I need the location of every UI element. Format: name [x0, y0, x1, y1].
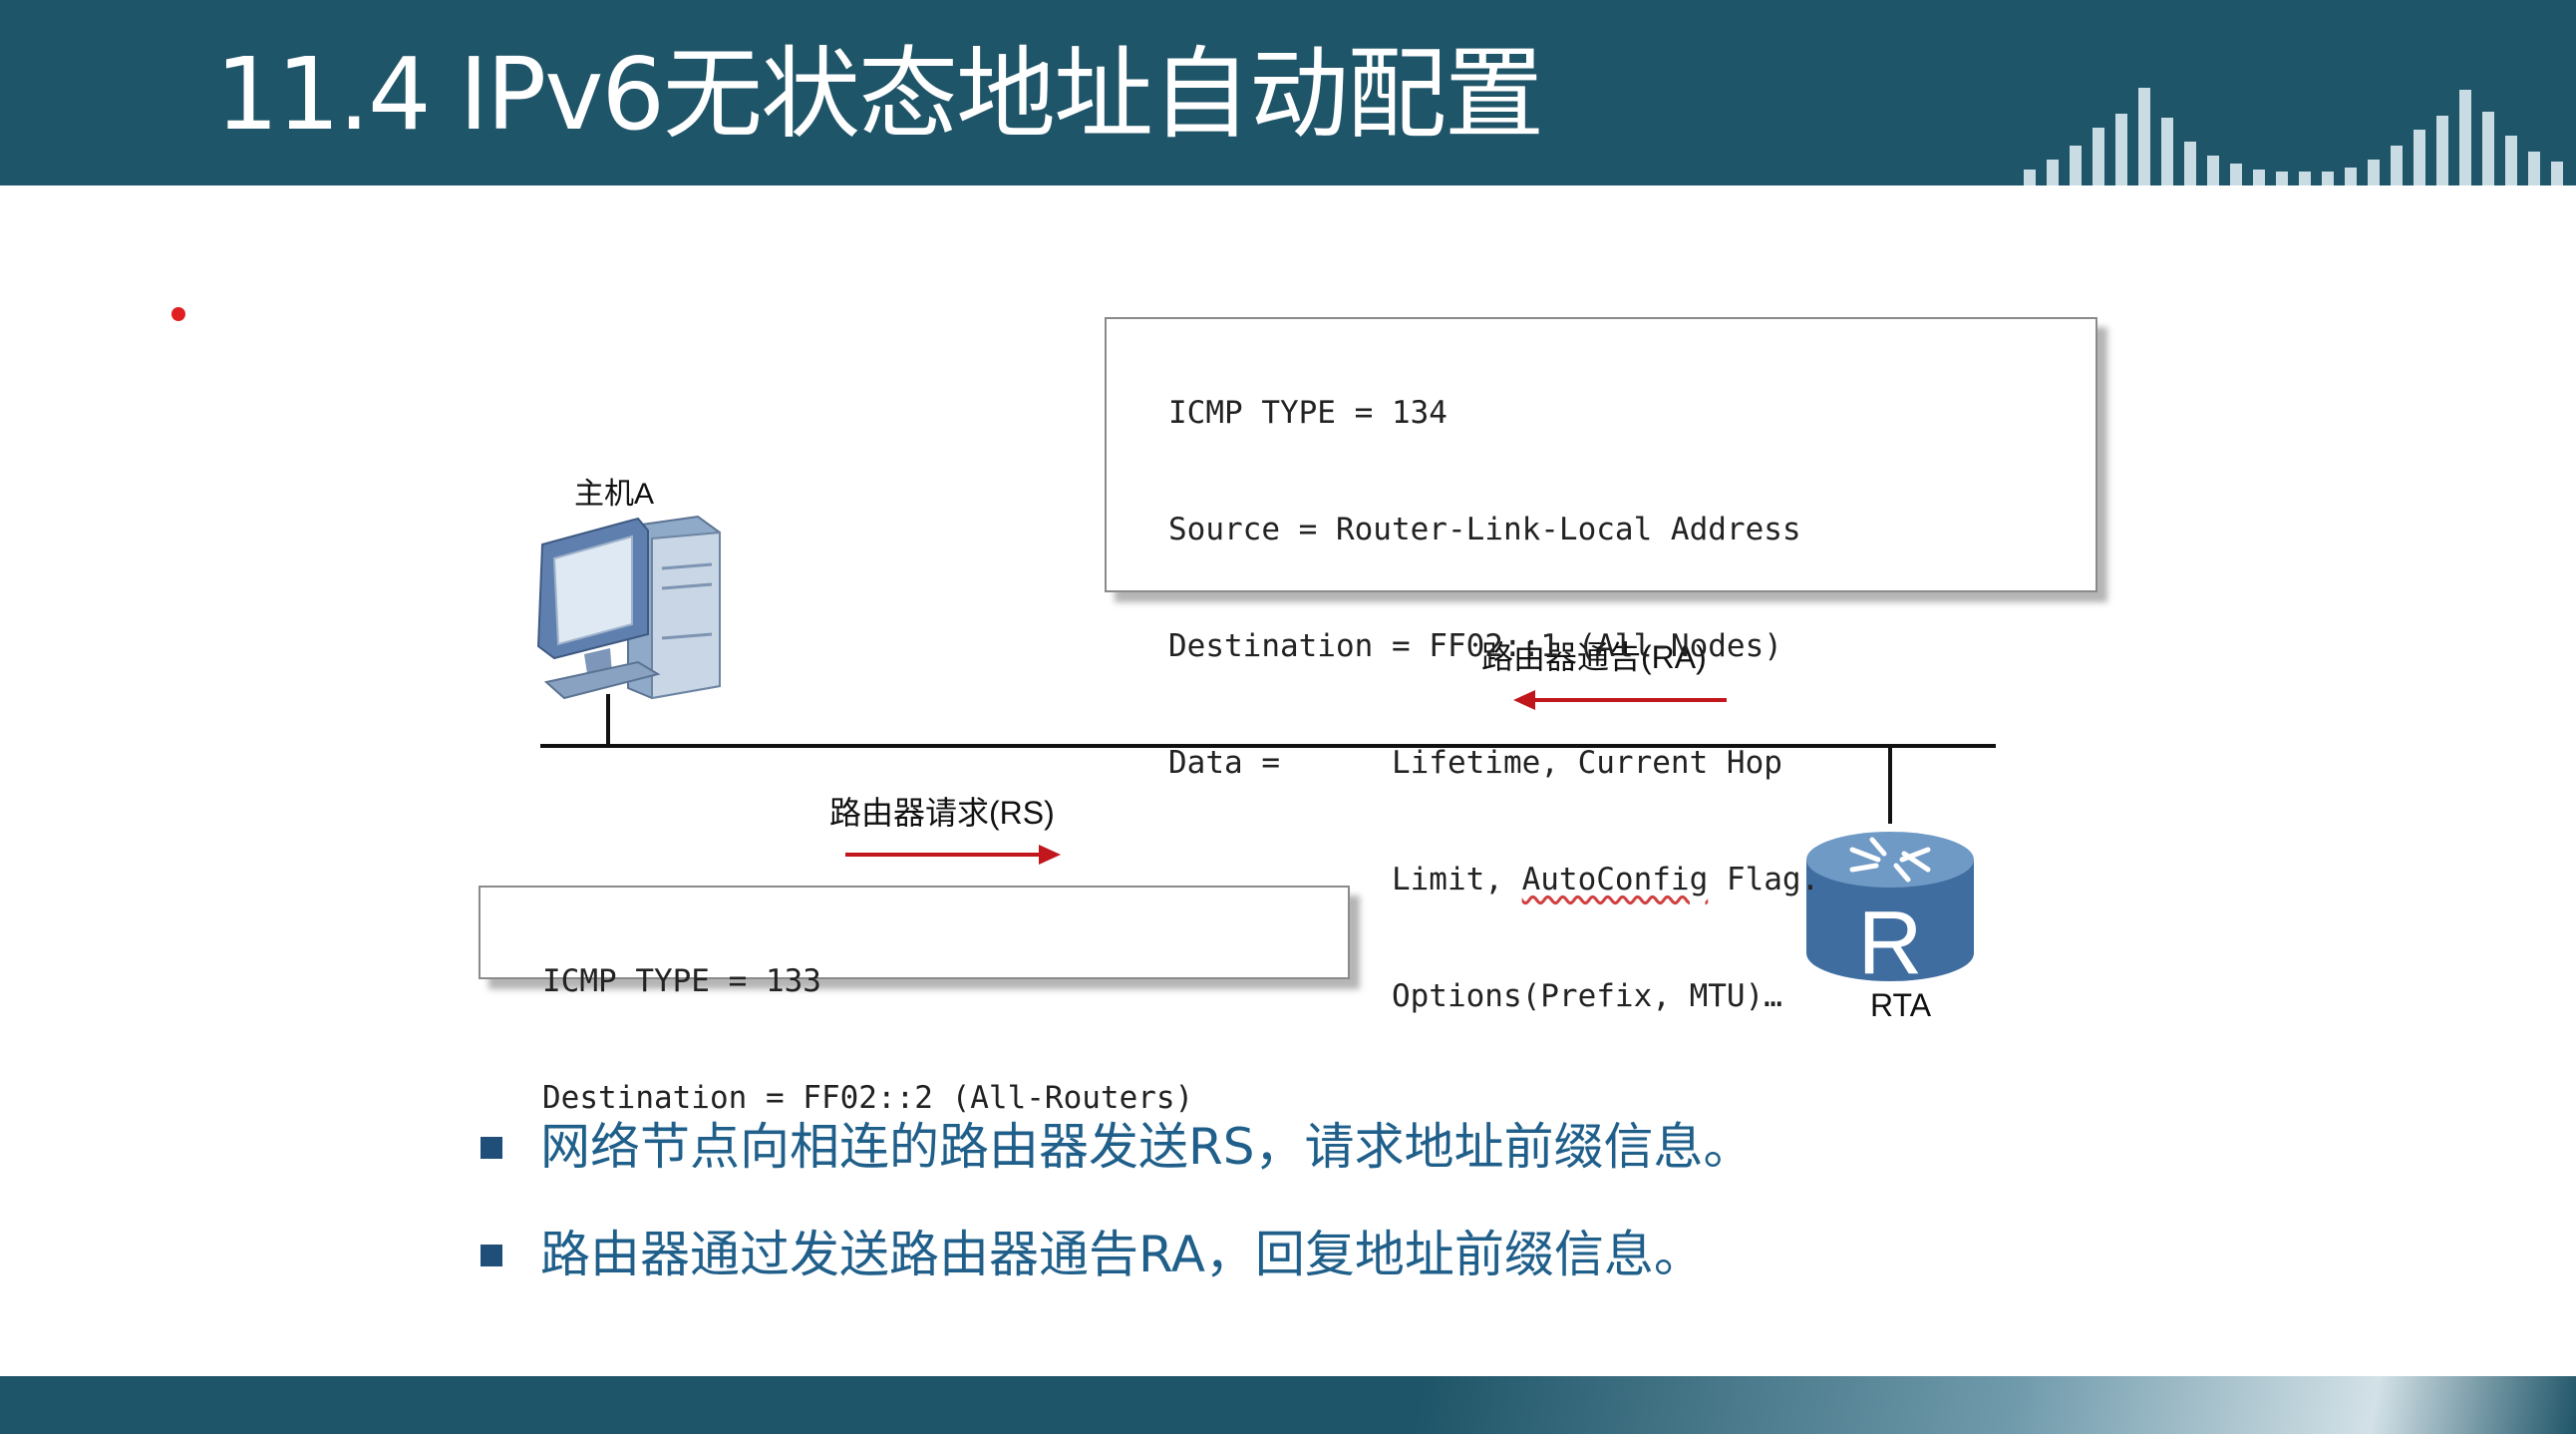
- ra-label: 路由器通告(RA): [1481, 639, 1707, 675]
- autoconfig-word: AutoConfig: [1521, 862, 1709, 897]
- equalizer-bar: [2551, 162, 2563, 185]
- equalizer-bar: [2368, 160, 2380, 185]
- ra-line-data: Data = Lifetime, Current Hop: [1168, 745, 1782, 781]
- bullet-item: 路由器通过发送路由器通告RA，回复地址前缀信息。: [479, 1215, 2373, 1294]
- equalizer-bar: [2230, 164, 2242, 185]
- ra-line-flags: Limit, AutoConfig Flag.: [1168, 858, 2095, 902]
- network-diagram: R: [536, 515, 1996, 993]
- square-bullet-icon: [481, 1245, 502, 1266]
- bullet-text: 路由器通过发送路由器通告RA，回复地址前缀信息。: [540, 1226, 1704, 1283]
- slide-title: 11.4 IPv6无状态地址自动配置: [215, 36, 1544, 153]
- equalizer-bar: [2184, 142, 2196, 185]
- square-bullet-icon: [481, 1137, 502, 1159]
- slide-header: 11.4 IPv6无状态地址自动配置: [0, 0, 2576, 185]
- equalizer-bar: [2414, 130, 2425, 185]
- decorative-bars: [2024, 88, 2563, 185]
- equalizer-bar: [2138, 88, 2150, 185]
- equalizer-bar: [2528, 152, 2540, 185]
- computer-icon: [536, 515, 721, 700]
- equalizer-bar: [2345, 168, 2357, 185]
- rs-arrow: [845, 845, 1061, 865]
- equalizer-bar: [2322, 172, 2334, 185]
- equalizer-bar: [2505, 136, 2517, 185]
- bullet-text: 网络节点向相连的路由器发送RS，请求地址前缀信息。: [540, 1118, 1754, 1176]
- ra-line-flags-post: Flag.: [1708, 862, 1820, 897]
- ra-line-flags-pre: Limit,: [1168, 862, 1522, 897]
- equalizer-bar: [2161, 118, 2173, 185]
- equalizer-bar: [2299, 172, 2311, 185]
- bullet-item: 网络节点向相连的路由器发送RS，请求地址前缀信息。: [479, 1107, 2373, 1187]
- slide-footer: [0, 1376, 2576, 1434]
- equalizer-bar: [2047, 160, 2059, 185]
- red-bullet-dot: [171, 307, 185, 321]
- equalizer-bar: [2207, 156, 2219, 185]
- ra-line-source: Source = Router-Link-Local Address: [1168, 512, 1801, 547]
- ra-line-destination: Destination = FF02::1 (All-Nodes): [1168, 628, 1782, 664]
- equalizer-bar: [2070, 146, 2082, 185]
- equalizer-bar: [2391, 146, 2403, 185]
- ra-line-type: ICMP TYPE = 134: [1168, 395, 1448, 431]
- equalizer-bar: [2459, 90, 2471, 185]
- equalizer-bar: [2276, 172, 2288, 185]
- rs-line-destination: Destination = FF02::2 (All-Routers): [542, 1080, 1194, 1116]
- router-glyph: R: [1858, 894, 1923, 993]
- equalizer-bar: [2253, 170, 2265, 185]
- equalizer-bar: [2482, 112, 2494, 185]
- router-label: RTA: [1870, 987, 1932, 1023]
- rs-label: 路由器请求(RS): [829, 795, 1055, 831]
- equalizer-bar: [2093, 128, 2104, 185]
- rs-line-type: ICMP TYPE = 133: [542, 963, 821, 999]
- rs-packet-box: ICMP TYPE = 133 Destination = FF02::2 (A…: [479, 886, 1350, 1116]
- equalizer-bar: [2436, 116, 2448, 185]
- ra-packet-box: ICMP TYPE = 134 Source = Router-Link-Loc…: [1105, 317, 2097, 1014]
- host-label: 主机A: [574, 478, 655, 511]
- router-icon: R: [1806, 832, 1974, 993]
- equalizer-bar: [2024, 170, 2036, 185]
- equalizer-bar: [2115, 114, 2127, 185]
- ra-arrow: [1513, 690, 1727, 710]
- ra-line-options: Options(Prefix, MTU)…: [1168, 978, 1782, 1014]
- bullet-list: 网络节点向相连的路由器发送RS，请求地址前缀信息。 路由器通过发送路由器通告RA…: [479, 1107, 2373, 1322]
